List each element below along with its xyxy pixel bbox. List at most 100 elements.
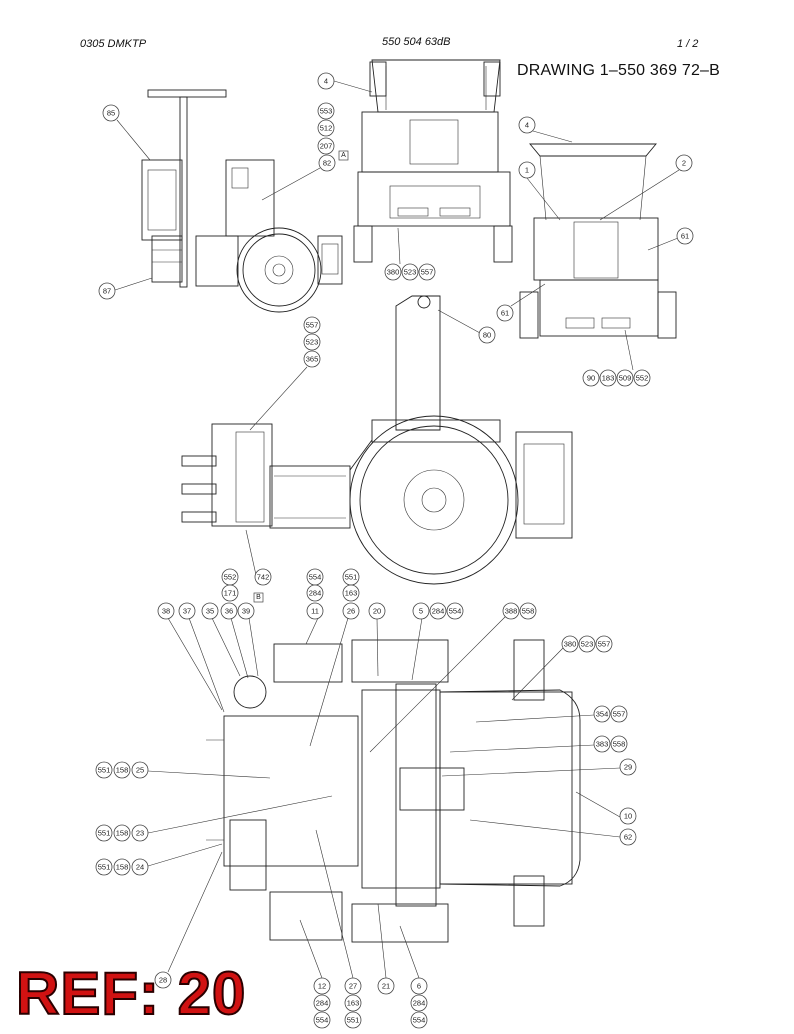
leader-lines [114, 80, 680, 979]
header-page-number: 1 / 2 [677, 38, 699, 50]
leader-line [397, 227, 401, 265]
box-label-a: A [338, 150, 349, 161]
svg-text:554: 554 [413, 1016, 426, 1025]
svg-text:523: 523 [404, 268, 417, 277]
callout-388a: 388 [502, 602, 520, 620]
svg-text:171: 171 [224, 589, 237, 598]
svg-text:163: 163 [347, 999, 360, 1008]
leader-line [167, 851, 223, 973]
svg-text:523: 523 [581, 640, 594, 649]
svg-text:380: 380 [387, 268, 400, 277]
callout-558a: 558 [519, 602, 537, 620]
front-view [353, 59, 513, 263]
callout-380b: 380 [561, 635, 579, 653]
callout-171: 171 [221, 584, 239, 602]
drawing-title: DRAWING 1–550 369 72–B [517, 62, 721, 79]
callout-523b: 523 [303, 333, 321, 351]
callout-551a: 551 [342, 568, 360, 586]
svg-text:29: 29 [624, 763, 632, 772]
svg-text:87: 87 [103, 287, 111, 296]
leader-line [230, 617, 249, 679]
svg-text:61: 61 [681, 232, 689, 241]
callout-38: 38 [157, 602, 175, 620]
callout-163b: 163 [344, 994, 362, 1012]
callout-24: 24 [131, 858, 149, 876]
rear-view [519, 143, 677, 339]
header-doc-code: 0305 DMKTP [80, 38, 147, 50]
leader-line [309, 617, 349, 747]
callout-36: 36 [220, 602, 238, 620]
callout-4: 4 [317, 72, 335, 90]
leader-line [399, 925, 420, 979]
callout-158b: 158 [113, 824, 131, 842]
callout-10: 10 [619, 807, 637, 825]
callout-523a: 523 [401, 263, 419, 281]
svg-text:551: 551 [98, 829, 111, 838]
leader-line [248, 617, 259, 677]
leader-line [147, 795, 333, 834]
svg-text:509: 509 [619, 374, 632, 383]
callout-1: 1 [518, 161, 536, 179]
callout-554b: 554 [446, 602, 464, 620]
leader-line [624, 329, 634, 371]
callout-35: 35 [201, 602, 219, 620]
callout-25: 25 [131, 761, 149, 779]
svg-text:82: 82 [323, 159, 331, 168]
svg-text:28: 28 [159, 976, 167, 985]
svg-text:284: 284 [413, 999, 426, 1008]
svg-text:4: 4 [525, 121, 529, 130]
svg-text:284: 284 [432, 607, 445, 616]
svg-text:5: 5 [419, 607, 423, 616]
leader-line [647, 237, 679, 251]
callout-87: 87 [98, 282, 116, 300]
svg-text:12: 12 [318, 982, 326, 991]
callout-523c: 523 [578, 635, 596, 653]
leader-line [116, 119, 151, 161]
top-view [206, 639, 581, 943]
svg-text:523: 523 [306, 338, 319, 347]
callout-552a: 552 [633, 369, 651, 387]
ref-label: REF: 20 [15, 960, 247, 1027]
svg-text:25: 25 [136, 766, 144, 775]
leader-line [333, 80, 373, 93]
leader-line [437, 309, 481, 334]
svg-text:557: 557 [598, 640, 611, 649]
svg-text:552: 552 [224, 573, 237, 582]
callout-284c: 284 [313, 994, 331, 1012]
callout-183: 183 [599, 369, 617, 387]
leader-line [299, 919, 323, 979]
svg-text:62: 62 [624, 833, 632, 842]
callout-557a: 557 [418, 263, 436, 281]
svg-text:557: 557 [421, 268, 434, 277]
callout-551b: 551 [95, 761, 113, 779]
callout-365: 365 [303, 350, 321, 368]
leader-line [147, 843, 223, 867]
svg-text:354: 354 [596, 710, 609, 719]
callout-554d: 554 [410, 1011, 428, 1029]
callout-27: 27 [344, 977, 362, 995]
svg-text:558: 558 [522, 607, 535, 616]
svg-text:11: 11 [311, 607, 319, 616]
callout-284b: 284 [429, 602, 447, 620]
svg-text:B: B [256, 594, 261, 601]
svg-text:158: 158 [116, 863, 129, 872]
svg-text:85: 85 [107, 109, 115, 118]
callout-383: 383 [593, 735, 611, 753]
svg-text:20: 20 [373, 607, 381, 616]
callout-553: 553 [317, 102, 335, 120]
leader-line [532, 130, 573, 143]
svg-text:23: 23 [136, 829, 144, 838]
svg-text:383: 383 [596, 740, 609, 749]
callout-37: 37 [178, 602, 196, 620]
svg-text:551: 551 [345, 573, 358, 582]
callout-82: 82 [318, 154, 336, 172]
leader-line [449, 744, 595, 753]
callout-512: 512 [317, 119, 335, 137]
callout-554a: 554 [306, 568, 324, 586]
svg-text:554: 554 [449, 607, 462, 616]
callout-4b: 4 [518, 116, 536, 134]
svg-text:284: 284 [316, 999, 329, 1008]
svg-text:551: 551 [98, 863, 111, 872]
